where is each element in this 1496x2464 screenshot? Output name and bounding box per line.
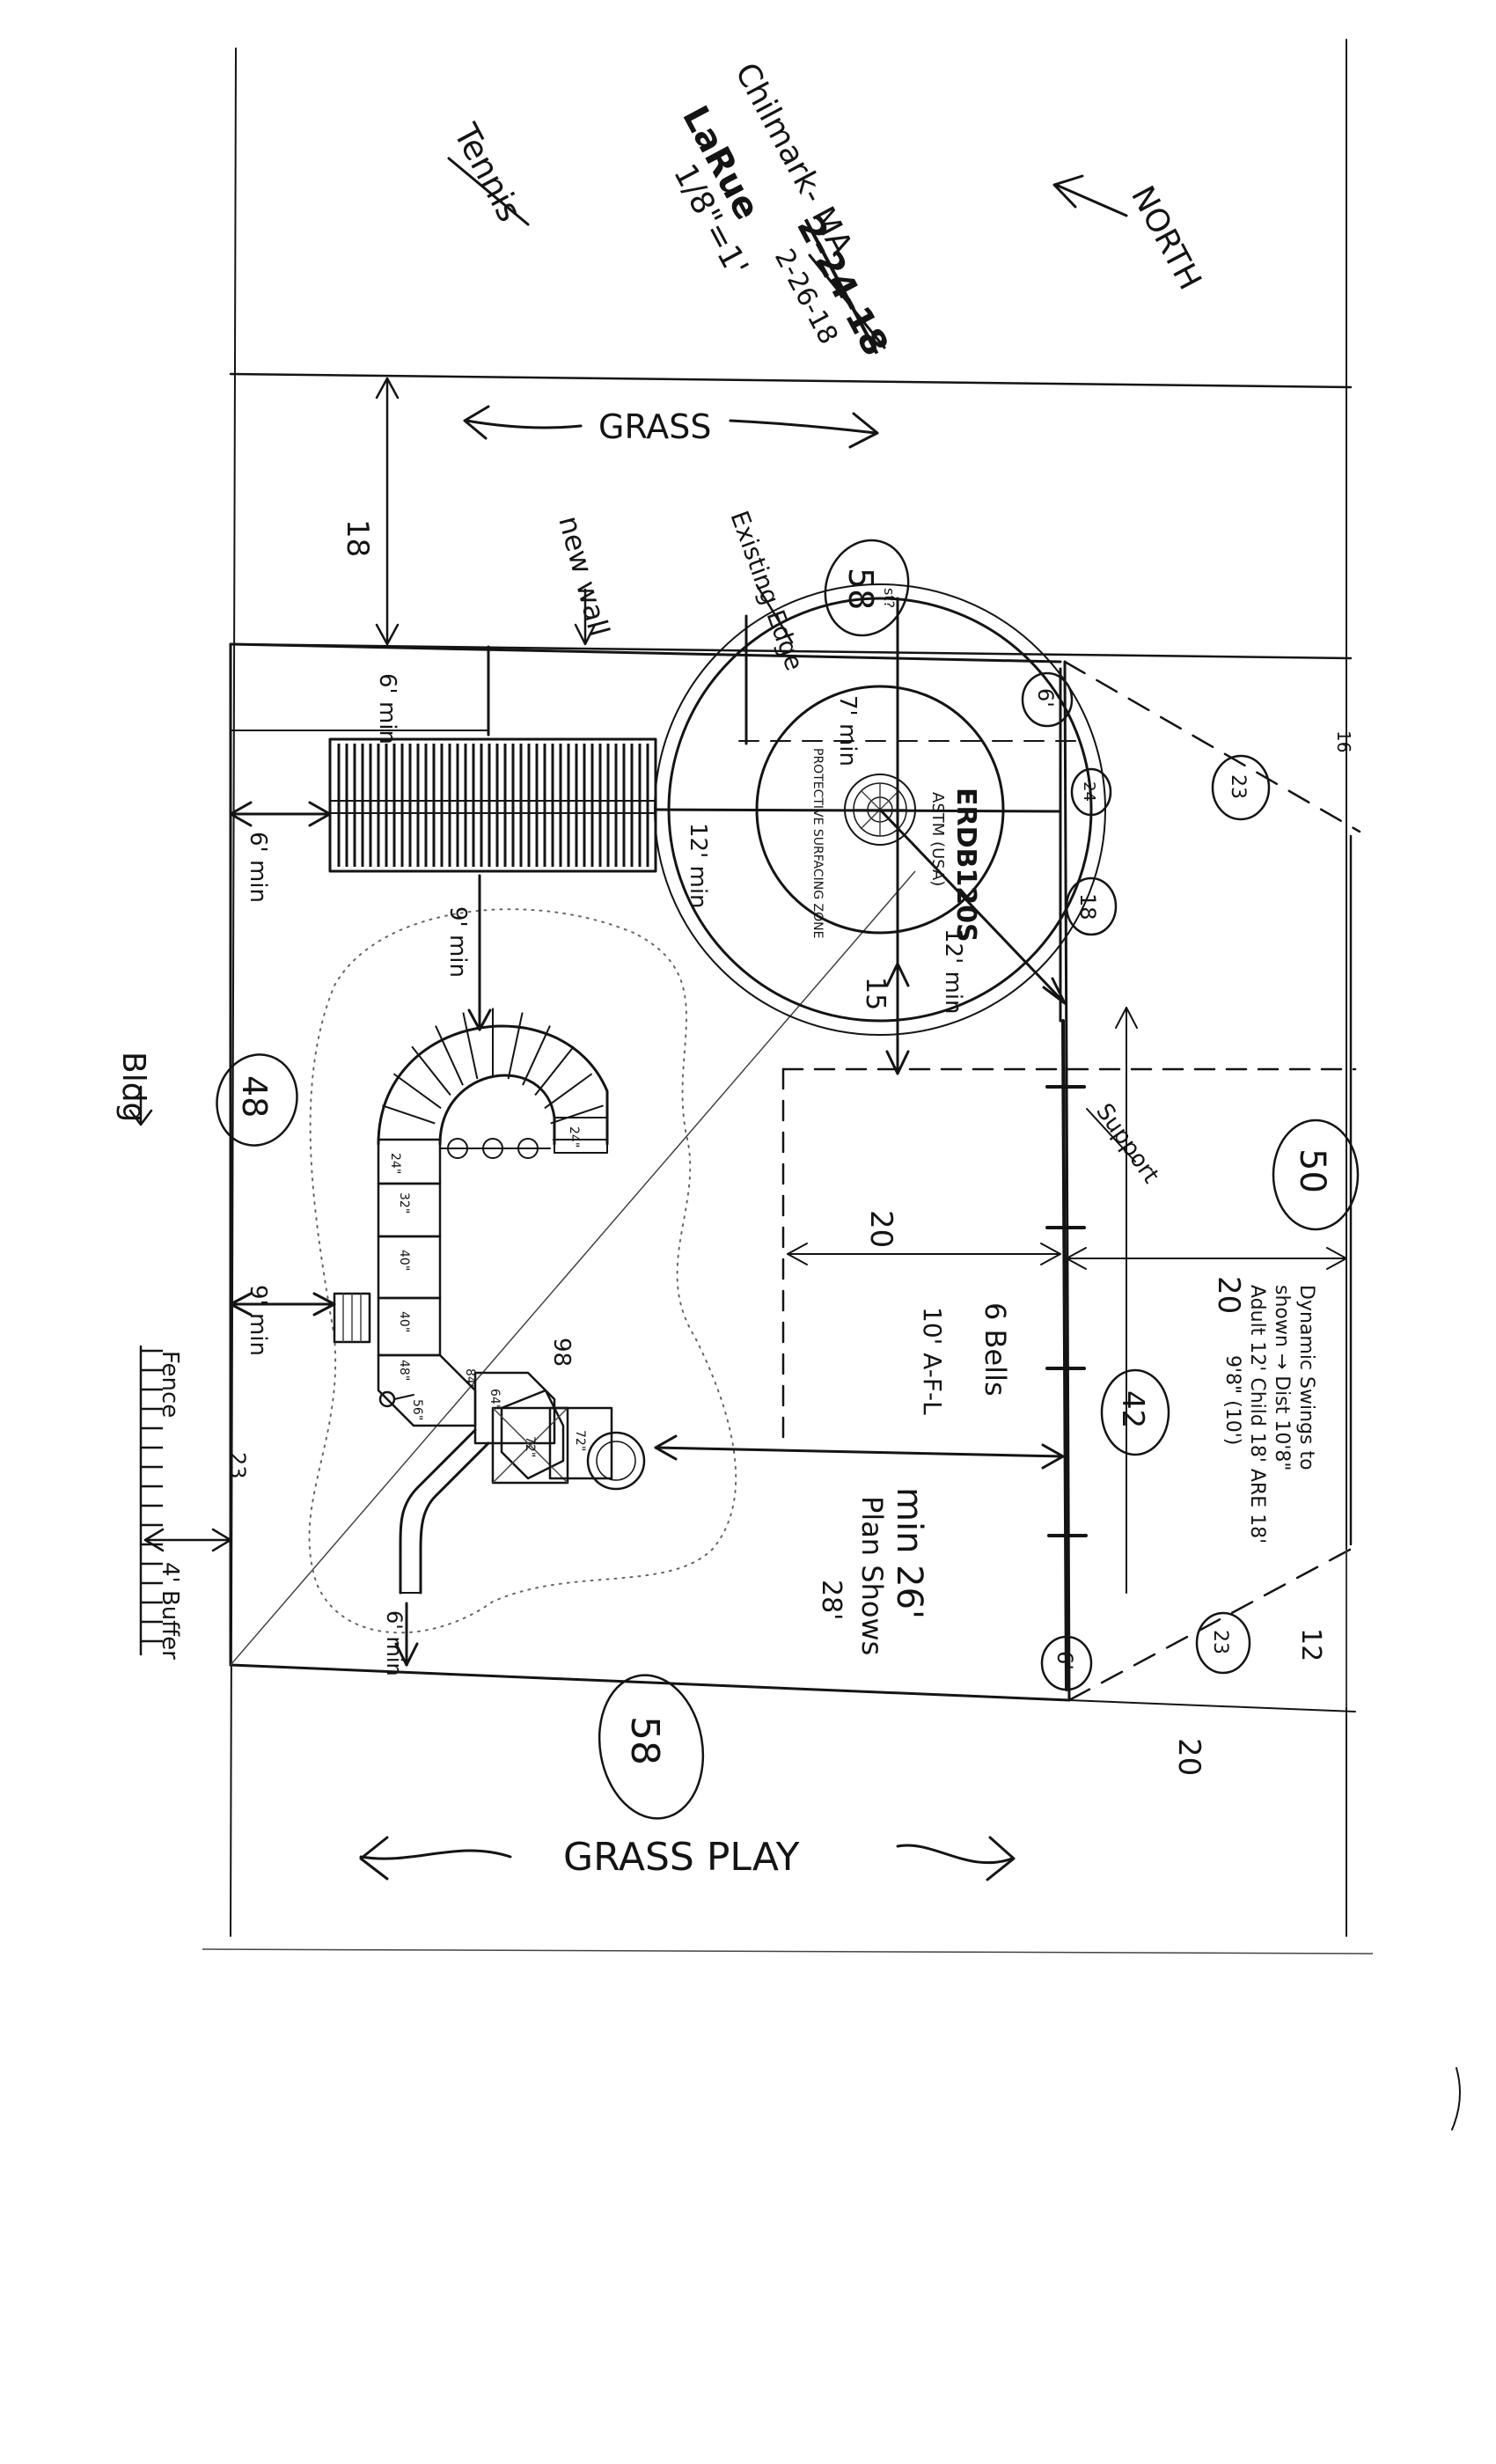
fence-label: Fence	[157, 1351, 183, 1418]
spinner-zone-label: PROTECTIVE SURFACING ZONE	[810, 748, 825, 938]
circled-58-bottom: 58	[622, 1716, 667, 1765]
dim-6min-bottom: 6' min	[382, 1610, 407, 1676]
grass-play-arrows	[359, 1836, 1016, 1881]
dim-20-inner: 20	[863, 1210, 898, 1248]
circled-50: 50	[1292, 1148, 1332, 1193]
arch-slat	[534, 1045, 575, 1096]
sheet-frame	[202, 39, 1374, 1954]
circled-23-b: 23	[1209, 1630, 1231, 1654]
tennis-label: Tennis	[446, 117, 530, 228]
dynamic-note-3: Adult 12' Child 18' ARE 18'	[1246, 1285, 1268, 1544]
swing-support	[1045, 1019, 1136, 1691]
stray-mark	[1451, 2067, 1461, 2130]
spinner-zone	[654, 583, 1106, 1075]
plan-shows-value: 28'	[816, 1580, 847, 1620]
circled-42: 42	[1115, 1390, 1150, 1428]
fence	[139, 1345, 232, 1656]
plan-shows-note: Plan Shows	[855, 1496, 889, 1655]
deck-label-9: 72"	[573, 1430, 587, 1451]
arch-slat	[462, 1012, 479, 1080]
dim-16-top: 16	[1333, 730, 1354, 752]
arch-slat	[550, 1104, 604, 1125]
bells-note: 6 Bells	[979, 1302, 1012, 1397]
dim-98: 98	[548, 1338, 575, 1367]
deck-label-8: 72"	[523, 1436, 537, 1457]
deck-label-1: 24"	[388, 1153, 402, 1174]
deck-label-10: 84"	[463, 1368, 477, 1390]
arch-slat	[544, 1073, 593, 1110]
clearance-dimensions	[229, 583, 1347, 1707]
arch-slat	[435, 1025, 464, 1086]
north-arrow	[1052, 174, 1128, 217]
bldg-arrow	[128, 1085, 153, 1126]
circled-marks	[216, 539, 1360, 1820]
existing-edge-label: Existing Edge	[724, 507, 809, 674]
deck-label-4: 40"	[397, 1311, 411, 1332]
arch-slat	[522, 1025, 551, 1086]
dim-6min-top: 6' min	[374, 673, 400, 744]
deck-label-3: 40"	[397, 1250, 411, 1271]
dim-12min-a: 12' min	[685, 823, 711, 909]
dim-9min-mid: 9' min	[444, 906, 471, 978]
deck-label-5: 48"	[397, 1360, 411, 1381]
arch-slat	[382, 1104, 436, 1125]
deck-label-11: 24"	[567, 1126, 581, 1148]
dim-18: 18	[340, 519, 375, 557]
stair-block	[328, 737, 657, 873]
dim-12-right: 12	[1295, 1628, 1326, 1661]
play-structure	[333, 1008, 646, 1595]
new-wall-label: new wall	[552, 512, 616, 640]
dim-20-bottom: 20	[1171, 1738, 1206, 1776]
arch-slat	[392, 1073, 442, 1110]
spinner-standard: ASTM (USA)	[928, 792, 947, 886]
dynamic-note-1: Dynamic Swings to	[1295, 1285, 1317, 1470]
dynamic-note-4: 9'8" (10')	[1221, 1355, 1243, 1445]
deck-label-2: 32"	[397, 1192, 411, 1214]
dim-15: 15	[860, 977, 891, 1010]
arch-slat	[411, 1045, 451, 1096]
dim-6min-left: 6' min	[245, 832, 271, 903]
bldg-label: Bldg	[115, 1052, 151, 1122]
grass-top-arrows	[463, 405, 879, 449]
grass-play-label: GRASS PLAY	[563, 1835, 800, 1880]
support-label: Support	[1090, 1099, 1164, 1188]
grass-top-label: GRASS	[598, 407, 712, 446]
circled-58-top: 58	[841, 568, 880, 610]
deck-label-7: 64"	[488, 1389, 502, 1410]
dim-swing-vertical	[787, 1007, 1347, 1594]
circled-6-b: 6'	[1052, 1651, 1077, 1670]
circled-48: 48	[235, 1075, 274, 1118]
circled-23-a: 23	[1227, 774, 1249, 799]
circled-18: 18	[1075, 893, 1100, 920]
playground-boundary	[229, 642, 1361, 1712]
tennis-underline	[447, 157, 530, 226]
min26-note: min 26'	[889, 1487, 929, 1619]
dim-7min: 7' min	[834, 695, 861, 766]
dim-9min-left: 9' min	[245, 1285, 271, 1356]
grass-band	[229, 372, 1353, 660]
north-label: NORTH	[1124, 180, 1208, 296]
use-zone-outline	[308, 908, 737, 1634]
circled-58-top-sub: st?	[881, 588, 898, 608]
dim-12min-b: 12' min	[940, 928, 966, 1015]
circled-24: 24	[1080, 781, 1098, 802]
dynamic-note-2: shown → Dist 10'8"	[1271, 1285, 1293, 1471]
arch-slat	[507, 1012, 524, 1080]
circled-6-a: 6'	[1033, 688, 1058, 708]
dim-23-left: 23	[225, 1452, 250, 1479]
bells-sub-note: 10' A-F-L	[918, 1307, 947, 1415]
spinner-model: ERDB120S	[950, 788, 981, 942]
buffer-label: 4' Buffer	[157, 1562, 183, 1660]
deck-label-6: 56"	[410, 1399, 424, 1420]
dim-20-right: 20	[1211, 1276, 1246, 1314]
